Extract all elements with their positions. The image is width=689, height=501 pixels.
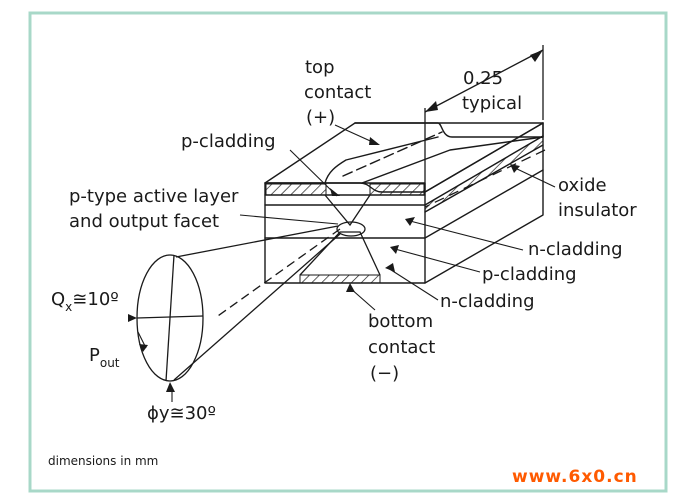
beam-edge-bottom (173, 233, 341, 381)
oxide-layer-hatch (424, 135, 544, 213)
ellipse-vertical-axis (165, 254, 175, 382)
leader-p-out (137, 331, 147, 349)
top-surface-front-edge (264, 122, 544, 193)
axis-extension (424, 149, 546, 208)
active-region-bottom (299, 231, 381, 276)
leader-oxide (514, 167, 556, 188)
leader-p-cladding (289, 149, 338, 197)
leader-bottom-contact (349, 287, 376, 311)
arrow-p-cladding-right (390, 245, 399, 254)
top-contact-hatch-right (369, 183, 425, 196)
leader-n-cladding-right (409, 220, 524, 251)
leader-n-cladding-bottom (387, 267, 439, 301)
ridge-line-1 (324, 136, 439, 184)
arrow-n-cladding-bottom (385, 263, 395, 272)
front-face (264, 182, 426, 284)
outer-border (28, 11, 668, 493)
label-bottom-contact-2: contact (368, 337, 436, 358)
leader-top-contact (334, 124, 378, 145)
label-dimension-value: 0.25 (463, 68, 504, 89)
arrow-p-out (139, 344, 148, 352)
dimension-arrow-right (530, 50, 543, 62)
p-out-sub: out (99, 356, 120, 370)
bottom-contact-hatch (299, 274, 381, 284)
theta-x-value: ≅10º (72, 289, 119, 310)
beam-edge-top (175, 225, 339, 258)
ridge-dashed (342, 131, 443, 177)
side-face (424, 122, 544, 284)
top-surface-back-edge (264, 122, 544, 184)
label-active-layer-1: p-type active layer (69, 186, 239, 207)
arrow-p-cladding (330, 188, 340, 196)
label-n-cladding-bottom: n-cladding (440, 291, 535, 312)
label-active-layer-2: and output facet (69, 211, 220, 232)
p-out-main: P (89, 345, 100, 366)
leader-active-layer (239, 214, 339, 225)
arrow-theta-y (166, 382, 175, 392)
label-bottom-contact-sign: (−) (370, 363, 400, 384)
theta-x-sub: x (65, 300, 73, 314)
arrow-theta-x (128, 314, 137, 322)
label-n-cladding-right: n-cladding (528, 239, 623, 260)
theta-x-main: Q (51, 289, 66, 310)
watermark-text: www.6x0.cn (512, 467, 638, 487)
output-facet-spot (336, 221, 366, 237)
label-oxide-1: oxide (558, 175, 607, 196)
side-layer-3 (424, 169, 544, 239)
label-p-cladding-top: p-cladding (181, 131, 276, 152)
label-p-out: Pout (89, 344, 120, 370)
label-theta-y: ɸy≅30º (147, 403, 216, 424)
dimension-arrow-left (425, 101, 438, 112)
label-bottom-contact-1: bottom (368, 311, 434, 332)
label-top-contact: top (305, 57, 335, 78)
label-top-contact-sign: (+) (306, 107, 336, 128)
label-theta-x: Qx≅10º (51, 288, 119, 314)
label-units-note: dimensions in mm (48, 454, 159, 468)
dimension-line (424, 49, 544, 113)
beam-axis (214, 228, 341, 319)
label-dimension-typical: typical (462, 93, 523, 114)
leader-p-cladding-right (394, 248, 481, 273)
top-contact-hatch-left (265, 183, 327, 196)
active-region-top (324, 194, 371, 227)
arrow-top-contact (369, 137, 380, 145)
label-oxide-2: insulator (558, 200, 637, 221)
label-p-cladding-right: p-cladding (482, 264, 577, 285)
label-top-contact-2: contact (304, 82, 372, 103)
